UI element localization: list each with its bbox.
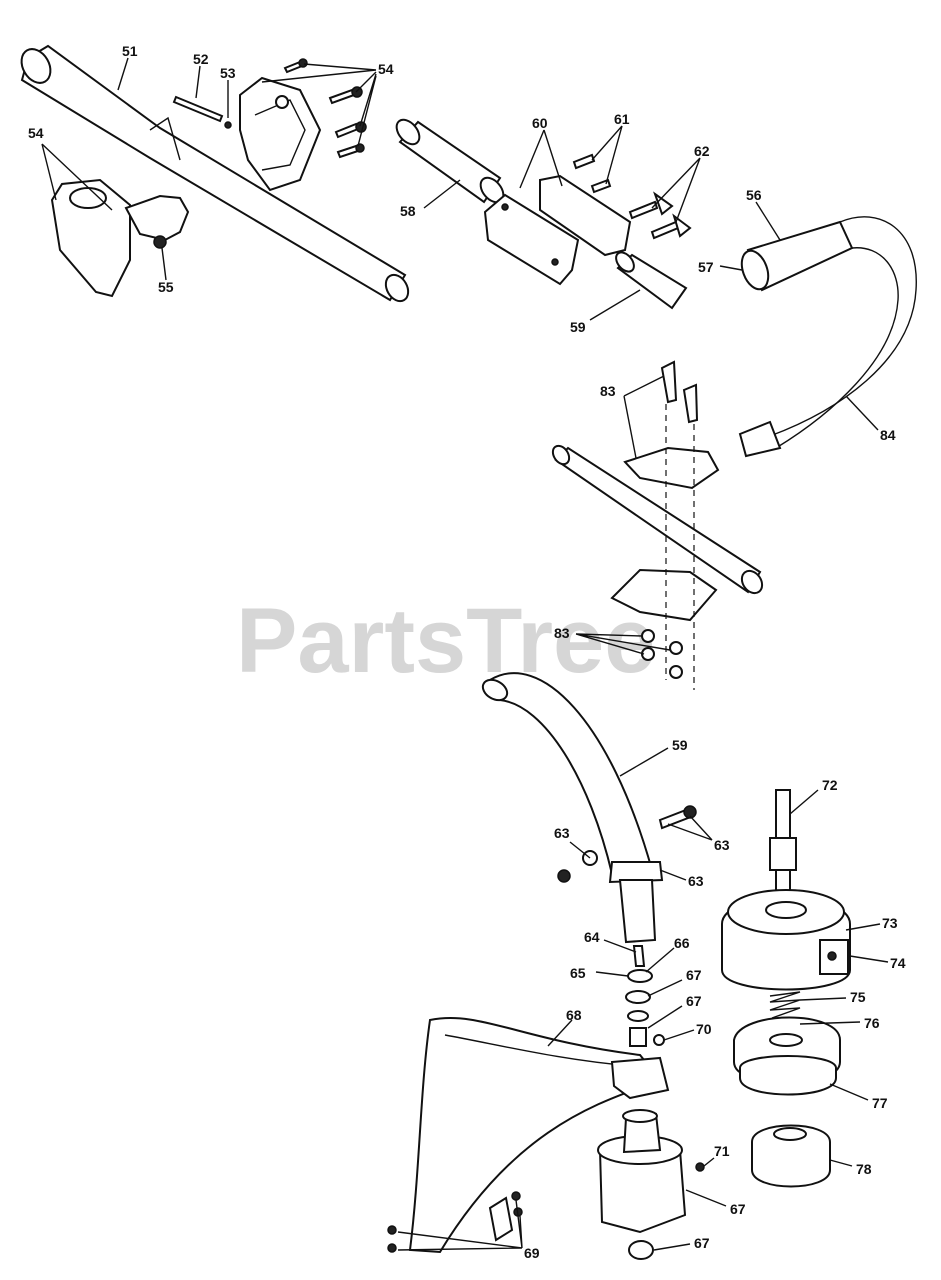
callout-67: 67	[686, 993, 702, 1009]
callout-67: 67	[730, 1201, 746, 1217]
callout-83: 83	[554, 625, 570, 641]
callout-65: 65	[570, 965, 586, 981]
callout-78: 78	[856, 1161, 872, 1177]
gear-head	[597, 1109, 705, 1260]
callout-63: 63	[714, 837, 730, 853]
callout-75: 75	[850, 989, 866, 1005]
callout-labels: 51 52 53 54 54 55 56 57 58 59 59 60 61 6…	[28, 43, 906, 1261]
callout-55: 55	[158, 279, 174, 295]
callout-71: 71	[714, 1143, 730, 1159]
callout-77: 77	[872, 1095, 888, 1111]
callout-66: 66	[674, 935, 690, 951]
callout-76: 76	[864, 1015, 880, 1031]
callout-64: 64	[584, 929, 600, 945]
callout-51: 51	[122, 43, 138, 59]
pin	[172, 95, 232, 129]
callout-84: 84	[880, 427, 896, 443]
callout-59: 59	[672, 737, 688, 753]
callout-63: 63	[554, 825, 570, 841]
callout-67: 67	[694, 1235, 710, 1251]
callout-69: 69	[524, 1245, 540, 1261]
callout-68: 68	[566, 1007, 582, 1023]
lower-shaft	[481, 672, 664, 967]
callout-59: 59	[570, 319, 586, 335]
callout-62: 62	[694, 143, 710, 159]
callout-54: 54	[378, 61, 394, 77]
callout-60: 60	[532, 115, 548, 131]
callout-70: 70	[696, 1021, 712, 1037]
coupler-tube	[395, 118, 505, 204]
handle-bar	[738, 216, 917, 458]
callout-74: 74	[890, 955, 906, 971]
callout-58: 58	[400, 203, 416, 219]
drive-shaft-tube	[20, 44, 410, 303]
callout-73: 73	[882, 915, 898, 931]
washers	[625, 969, 665, 1047]
coupler-clamp	[483, 174, 632, 286]
watermark: PartsTree	[236, 590, 655, 692]
callout-52: 52	[193, 51, 209, 67]
coupler-bolts	[572, 153, 692, 240]
callout-53: 53	[220, 65, 236, 81]
trimmer-head	[721, 789, 851, 1188]
callout-67: 67	[686, 967, 702, 983]
housing-clamp-upper	[239, 76, 322, 192]
callout-63: 63	[688, 873, 704, 889]
callout-83: 83	[600, 383, 616, 399]
callout-61: 61	[614, 111, 630, 127]
leader-lines	[41, 57, 889, 1251]
callout-57: 57	[698, 259, 714, 275]
callout-56: 56	[746, 187, 762, 203]
coupler-inner-tube	[615, 251, 688, 310]
callout-54: 54	[28, 125, 44, 141]
handle-bracket	[551, 360, 764, 690]
callout-72: 72	[822, 777, 838, 793]
